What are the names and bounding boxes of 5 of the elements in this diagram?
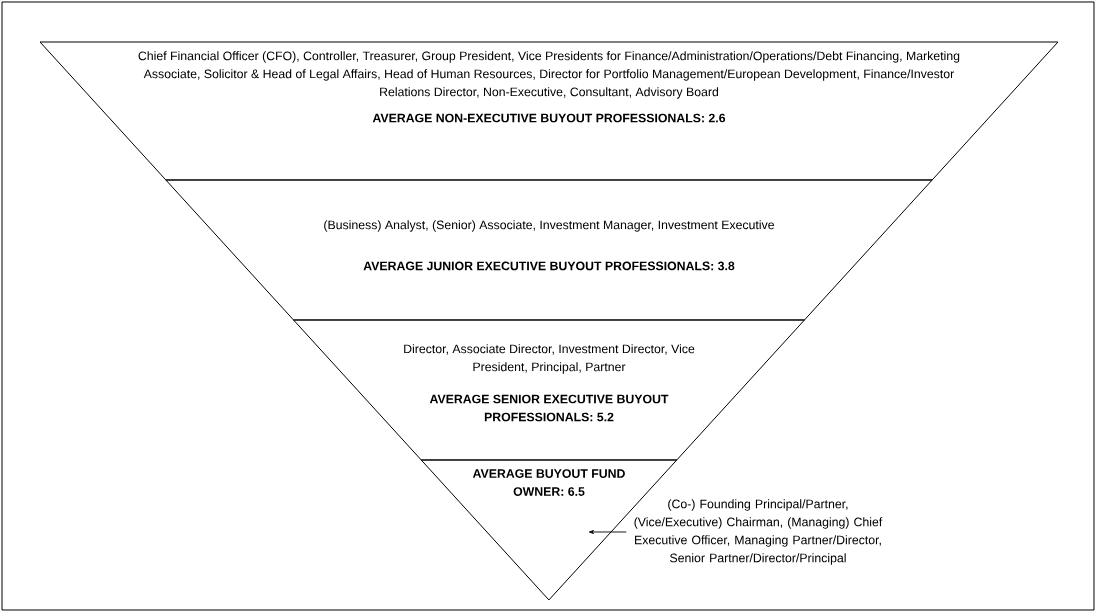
pyramid-band: Chief Financial Officer (CFO), Controller, Treasurer, Group President, Vice Presidents for Finance/Administration/Operations/Debt Financing, Marketing Associate, Solicitor & Head of Legal Affairs, Head of Human Resources, Director for Portfolio Management/European Development, Finance/Investor Relations Director, Non-Executive, Consultant, Advisory Board AVERAGE NON-EXECUTIVE BUYOUT PROFESSIONALS: 2.6 [39,41,1059,181]
arrow [588,530,627,534]
role-text: (Co-) Founding Principal/Partner, (Vice/Executive) Chairman, (Managing) Chief Executive Officer, Managing Partner/Director, Senior Partner/Director/Principal [634,499,883,565]
pyramid-band: Director, Associate Director, Investment Director, Vice President, Principal, Partner AVERAGE SENIOR EXECUTIVE BUYOUT PROFESSIONALS: 5.2 [293,319,805,461]
pyramid-band: (Business) Analyst, (Senior) Associate, Investment Manager, Investment Executive AVERAGE JUNIOR EXECUTIVE BUYOUT PROFESSIONALS: 3.8 [165,179,933,321]
